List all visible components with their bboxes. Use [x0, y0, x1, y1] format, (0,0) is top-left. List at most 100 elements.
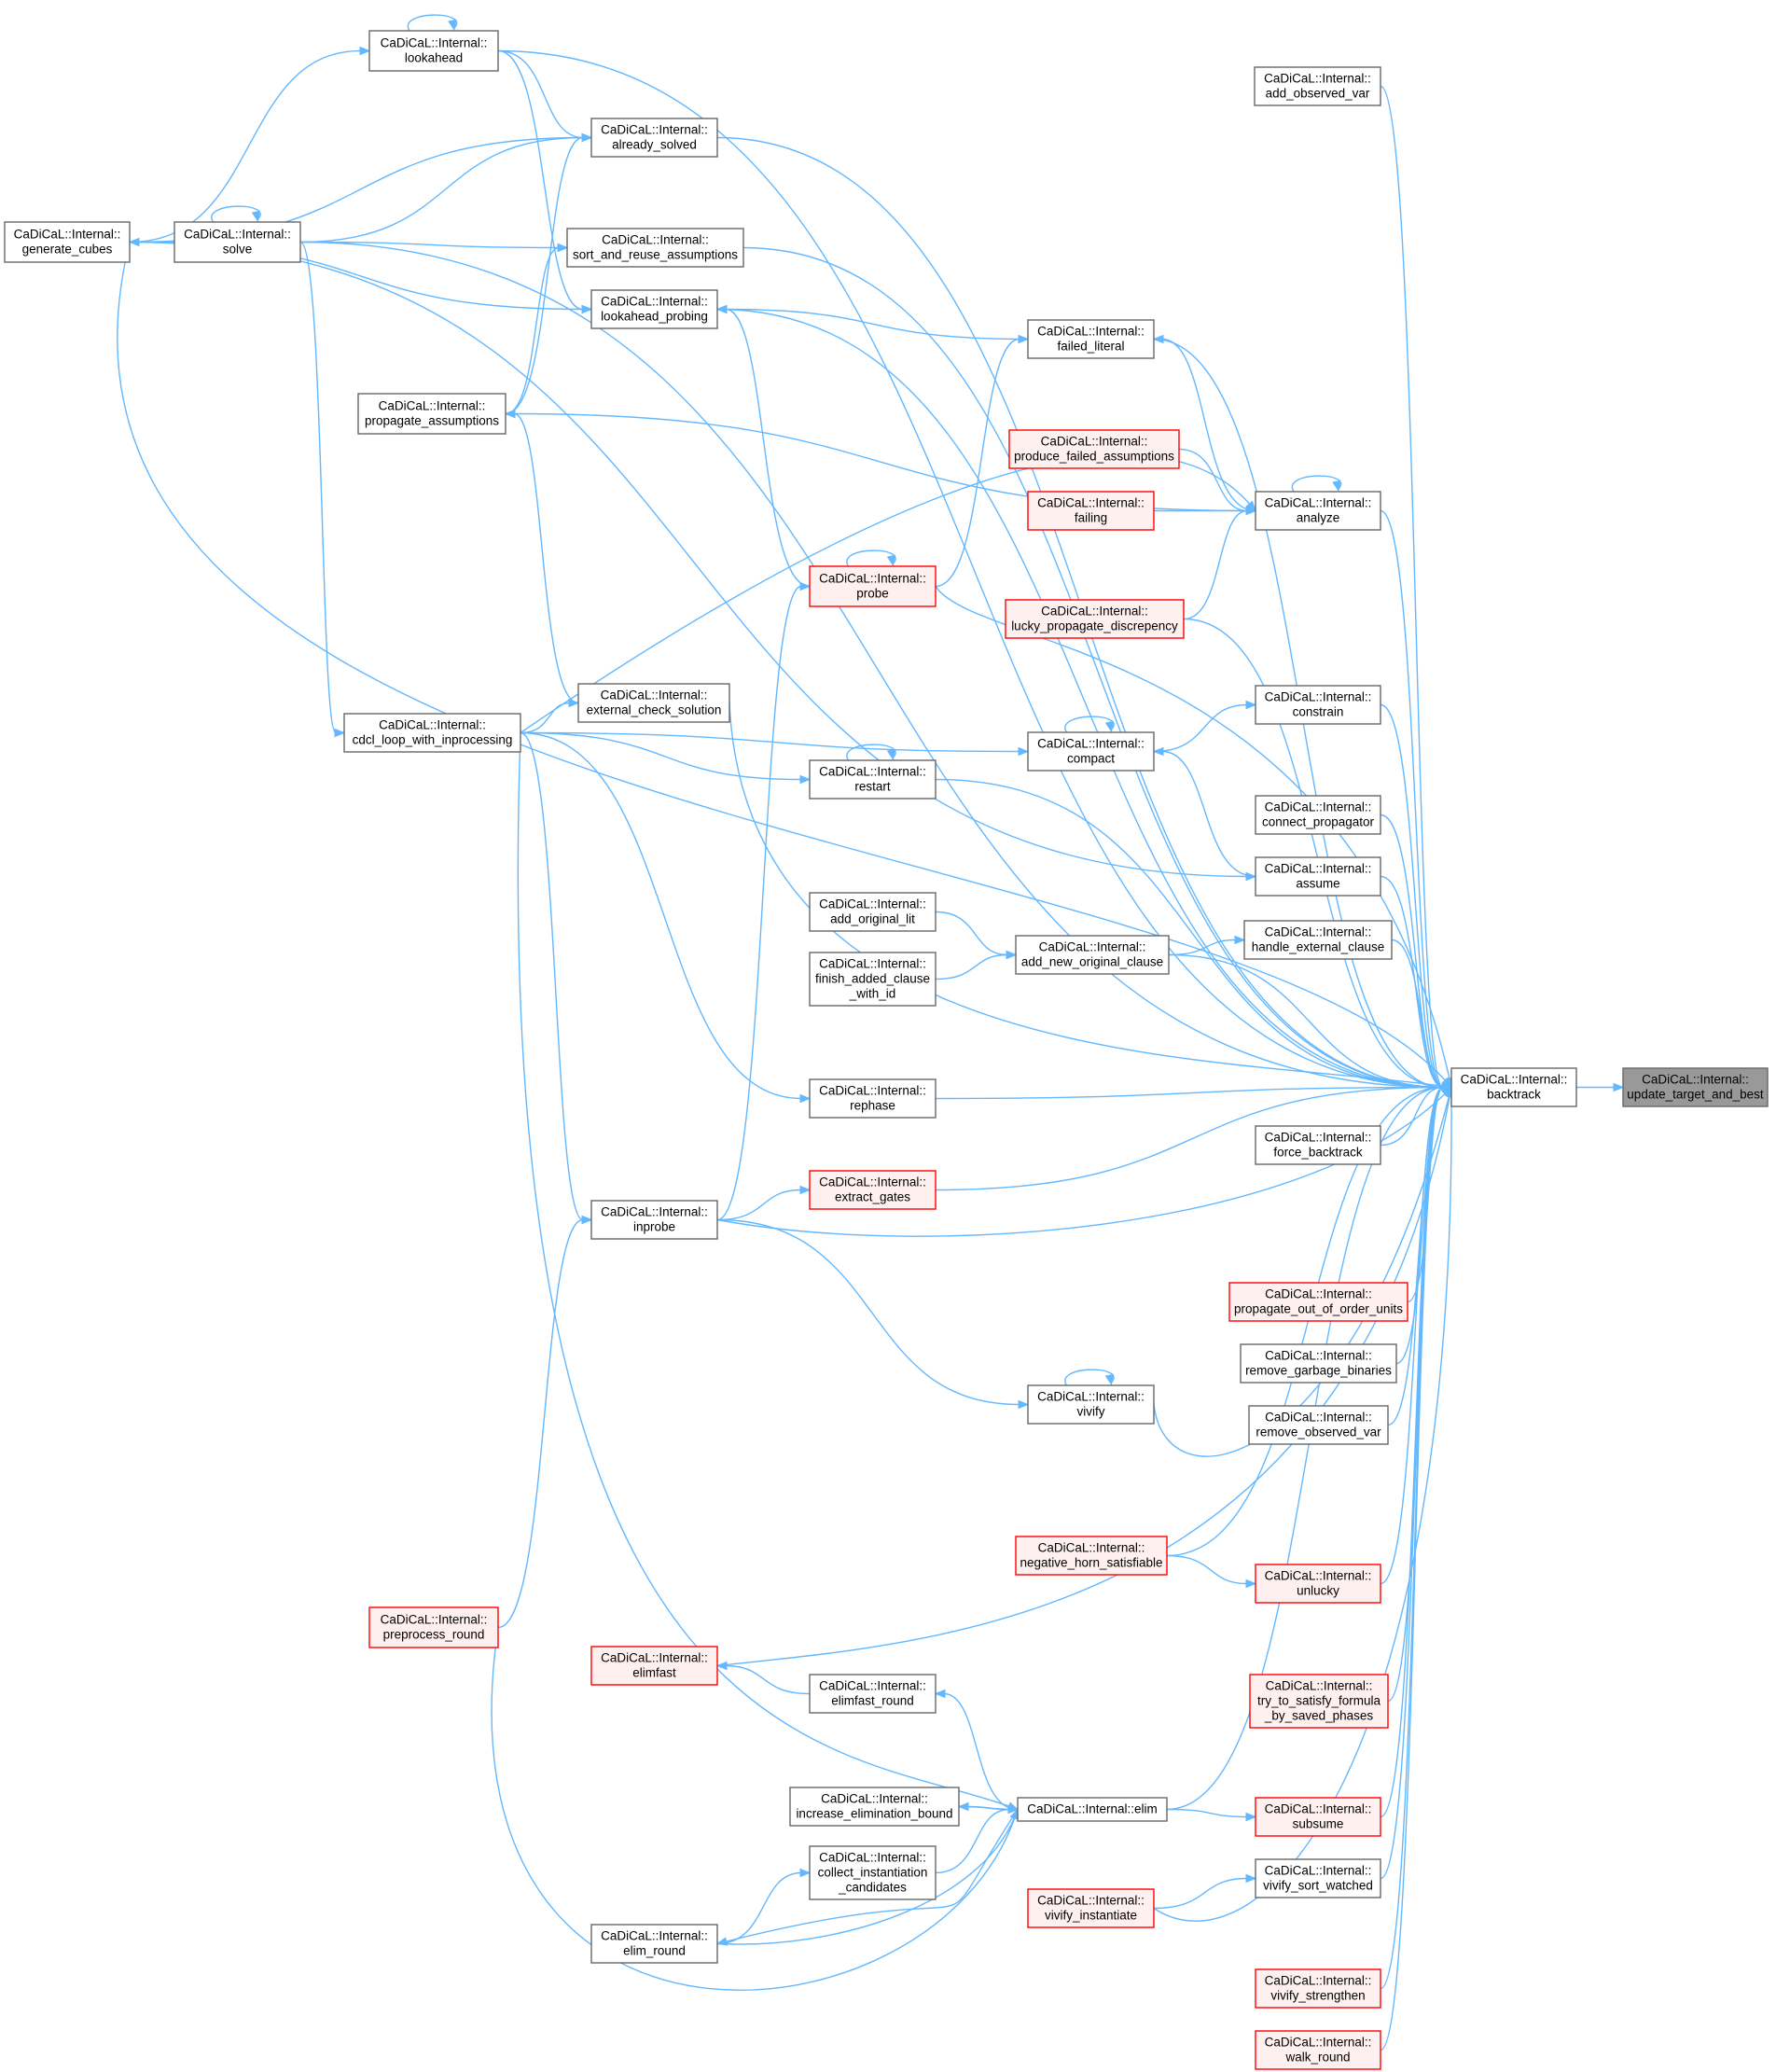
node-finish-added-clause-with-id[interactable]: CaDiCaL::Internal::finish_added_clause_w… [809, 952, 937, 1007]
node-handle-external-clause[interactable]: CaDiCaL::Internal::handle_external_claus… [1243, 920, 1393, 960]
node-connect-propagator[interactable]: CaDiCaL::Internal::connect_propagator [1255, 795, 1381, 835]
node-rephase[interactable]: CaDiCaL::Internal::rephase [809, 1078, 937, 1119]
node-cdcl-loop-with-inprocessing[interactable]: CaDiCaL::Internal::cdcl_loop_with_inproc… [343, 713, 521, 753]
node-elim-round[interactable]: CaDiCaL::Internal::elim_round [590, 1924, 718, 1964]
node-function-label: add_new_original_clause [1021, 955, 1163, 969]
node-function-label: elimfast [632, 1666, 676, 1680]
node-function-label: force_backtrack [1273, 1146, 1363, 1160]
node-box [809, 1170, 937, 1210]
node-namespace-label: CaDiCaL::Internal:: [1642, 1073, 1749, 1087]
node-elim[interactable]: CaDiCaL::Internal::elim [1017, 1797, 1168, 1822]
node-subsume[interactable]: CaDiCaL::Internal::subsume [1255, 1797, 1381, 1837]
node-function-label: _by_saved_phases [1264, 1709, 1374, 1723]
node-lucky-propagate-discrepency[interactable]: CaDiCaL::Internal::lucky_propagate_discr… [1005, 599, 1185, 639]
node-inprobe[interactable]: CaDiCaL::Internal::inprobe [590, 1200, 718, 1240]
node-namespace-label: CaDiCaL::Internal:: [1265, 1802, 1372, 1816]
node-lookahead[interactable]: CaDiCaL::Internal::lookahead [368, 30, 499, 72]
node-analyze[interactable]: CaDiCaL::Internal::analyze [1255, 491, 1381, 531]
node-box [1255, 685, 1381, 725]
node-add-observed-var[interactable]: CaDiCaL::Internal::add_observed_var [1254, 66, 1381, 106]
node-unlucky[interactable]: CaDiCaL::Internal::unlucky [1255, 1564, 1381, 1604]
arrowhead-icon [334, 728, 346, 738]
node-namespace-label: CaDiCaL::Internal:: [819, 1851, 926, 1865]
edge-probe-to-probe [846, 549, 896, 567]
node-function-label: lucky_propagate_discrepency [1011, 619, 1178, 633]
node-collect-instantiation-candidates[interactable]: CaDiCaL::Internal::collect_instantiation… [809, 1845, 937, 1900]
node-namespace-label: CaDiCaL::Internal:: [1037, 1390, 1145, 1404]
node-preprocess-round[interactable]: CaDiCaL::Internal::preprocess_round [368, 1606, 499, 1648]
node-propagate-assumptions[interactable]: CaDiCaL::Internal::propagate_assumptions [357, 393, 506, 435]
node-function-label: elim_round [623, 1944, 686, 1958]
node-update-target-and-best[interactable]: CaDiCaL::Internal::update_target_and_bes… [1622, 1067, 1769, 1107]
node-remove-garbage-binaries[interactable]: CaDiCaL::Internal::remove_garbage_binari… [1240, 1343, 1397, 1384]
node-function-label: collect_instantiation [818, 1866, 928, 1880]
node-namespace-label: CaDiCaL::Internal:: [1265, 1349, 1372, 1363]
node-negative-horn-satisfiable[interactable]: CaDiCaL::Internal::negative_horn_satisfi… [1015, 1536, 1168, 1576]
node-solve[interactable]: CaDiCaL::Internal::solve [173, 221, 301, 263]
edge-restart-to-restart [846, 744, 896, 761]
edge-add-new-original-clause-to-backtrack [1168, 953, 1453, 1092]
node-box [1255, 1968, 1381, 2009]
node-function-label: vivify [1077, 1405, 1105, 1419]
node-assume[interactable]: CaDiCaL::Internal::assume [1255, 856, 1381, 897]
node-function-label: compact [1067, 752, 1115, 766]
node-function-label: remove_garbage_binaries [1245, 1364, 1392, 1378]
node-probe[interactable]: CaDiCaL::Internal::probe [809, 565, 937, 607]
node-vivify-sort-watched[interactable]: CaDiCaL::Internal::vivify_sort_watched [1255, 1858, 1381, 1898]
node-increase-elimination-bound[interactable]: CaDiCaL::Internal::increase_elimination_… [789, 1787, 960, 1827]
edge-add-original-lit-to-add-new-original-clause [935, 911, 1018, 960]
node-box [1017, 1797, 1168, 1822]
node-backtrack[interactable]: CaDiCaL::Internal::backtrack [1450, 1067, 1577, 1107]
node-generate-cubes[interactable]: CaDiCaL::Internal::generate_cubes [4, 221, 131, 263]
node-vivify[interactable]: CaDiCaL::Internal::vivify [1027, 1384, 1155, 1425]
node-box [1027, 731, 1155, 772]
node-restart[interactable]: CaDiCaL::Internal::restart [809, 759, 937, 800]
node-force-backtrack[interactable]: CaDiCaL::Internal::force_backtrack [1255, 1125, 1381, 1165]
node-namespace-label: CaDiCaL::Internal:: [819, 1175, 926, 1189]
arrowhead-icon [715, 304, 728, 314]
node-box [1243, 920, 1393, 960]
node-elimfast[interactable]: CaDiCaL::Internal::elimfast [590, 1646, 718, 1686]
node-box [809, 1845, 937, 1900]
edge-negative-horn-satisfiable-to-unlucky [1166, 1554, 1257, 1589]
node-box [809, 892, 937, 932]
node-vivify-instantiate[interactable]: CaDiCaL::Internal::vivify_instantiate [1027, 1888, 1155, 1928]
node-box [1248, 1405, 1389, 1445]
arrowhead-icon [581, 1215, 593, 1225]
edge-lucky-propagate-discrepency-to-analyze [1183, 506, 1257, 620]
node-walk-round[interactable]: CaDiCaL::Internal::walk_round [1255, 2030, 1381, 2070]
node-already-solved[interactable]: CaDiCaL::Internal::already_solved [590, 118, 718, 158]
edge-cdcl-loop-with-inprocessing-to-compact [520, 731, 1030, 757]
node-add-new-original-clause[interactable]: CaDiCaL::Internal::add_new_original_clau… [1015, 935, 1170, 975]
node-namespace-label: CaDiCaL::Internal:: [1461, 1073, 1568, 1087]
edge-elim-to-subsume [1166, 1808, 1257, 1822]
node-failing[interactable]: CaDiCaL::Internal::failing [1027, 491, 1155, 531]
node-constrain[interactable]: CaDiCaL::Internal::constrain [1255, 685, 1381, 725]
edge-add-new-original-clause-to-handle-external-clause [1168, 935, 1246, 956]
node-elimfast-round[interactable]: CaDiCaL::Internal::elimfast_round [809, 1674, 937, 1714]
node-sort-and-reuse-assumptions[interactable]: CaDiCaL::Internal::sort_and_reuse_assump… [566, 228, 744, 268]
arrowhead-icon [1018, 746, 1030, 757]
node-lookahead-probing[interactable]: CaDiCaL::Internal::lookahead_probing [590, 289, 718, 329]
node-namespace-label: CaDiCaL::Internal:: [1265, 862, 1372, 876]
node-namespace-label: CaDiCaL::Internal:: [819, 765, 926, 779]
node-extract-gates[interactable]: CaDiCaL::Internal::extract_gates [809, 1170, 937, 1210]
node-function-label: vivify_strengthen [1270, 1989, 1365, 2003]
node-namespace-label: CaDiCaL::Internal:: [1037, 496, 1145, 510]
node-remove-observed-var[interactable]: CaDiCaL::Internal::remove_observed_var [1248, 1405, 1389, 1445]
node-produce-failed-assumptions[interactable]: CaDiCaL::Internal::produce_failed_assump… [1008, 429, 1180, 469]
node-failed-literal[interactable]: CaDiCaL::Internal::failed_literal [1027, 319, 1155, 359]
edge-analyze-to-analyze [1291, 475, 1342, 493]
node-add-original-lit[interactable]: CaDiCaL::Internal::add_original_lit [809, 892, 937, 932]
node-namespace-label: CaDiCaL::Internal:: [601, 1929, 708, 1943]
node-compact[interactable]: CaDiCaL::Internal::compact [1027, 731, 1155, 772]
node-try-to-satisfy-formula-by-saved-phases[interactable]: CaDiCaL::Internal::try_to_satisfy_formul… [1249, 1674, 1389, 1729]
node-external-check-solution[interactable]: CaDiCaL::Internal::external_check_soluti… [577, 683, 730, 723]
edge-analyze-to-backtrack [1380, 509, 1453, 1092]
node-vivify-strengthen[interactable]: CaDiCaL::Internal::vivify_strengthen [1255, 1968, 1381, 2009]
node-namespace-label: CaDiCaL::Internal:: [1264, 72, 1371, 86]
arrowhead-icon [1018, 334, 1030, 344]
node-function-label: external_check_solution [587, 703, 722, 717]
node-propagate-out-of-order-units[interactable]: CaDiCaL::Internal::propagate_out_of_orde… [1228, 1282, 1408, 1322]
